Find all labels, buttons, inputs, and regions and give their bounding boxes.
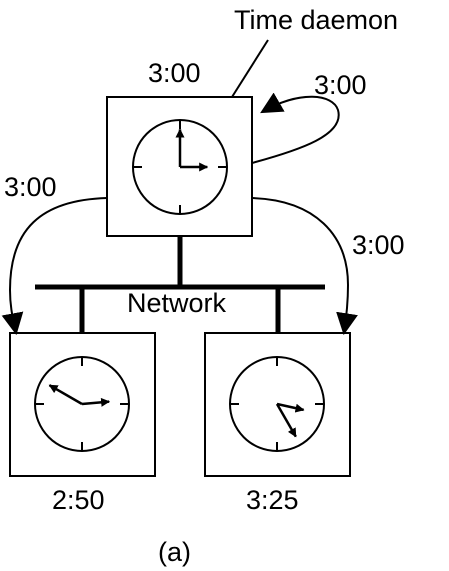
right-poll-label: 3:00 xyxy=(352,230,405,260)
daemon-clock-ticks xyxy=(133,120,227,214)
time-daemon-label: Time daemon xyxy=(234,5,398,35)
daemon-callout-line xyxy=(231,39,269,98)
right-machine xyxy=(204,332,351,477)
self-poll-label: 3:00 xyxy=(314,70,367,100)
daemon-time-label: 3:00 xyxy=(148,58,201,88)
self-poll-arrow xyxy=(251,92,340,164)
right-clock xyxy=(229,356,325,452)
caption-label: (a) xyxy=(158,537,191,567)
left-hour-hand xyxy=(81,397,111,407)
daemon-machine xyxy=(106,96,253,237)
left-minute-hand xyxy=(48,384,83,406)
left-clock xyxy=(34,356,130,452)
right-minute-hand xyxy=(275,403,297,438)
left-machine xyxy=(9,332,156,477)
right-time-label: 3:25 xyxy=(246,485,299,515)
right-hour-hand xyxy=(276,402,305,413)
daemon-clock xyxy=(132,119,228,215)
right-clock-ticks xyxy=(230,357,324,451)
left-poll-label: 3:00 xyxy=(4,172,57,202)
left-time-label: 2:50 xyxy=(52,485,105,515)
left-clock-ticks xyxy=(35,357,129,451)
network-label: Network xyxy=(127,288,227,318)
right-poll-arrow xyxy=(251,197,358,336)
left-poll-arrow xyxy=(1,197,108,336)
